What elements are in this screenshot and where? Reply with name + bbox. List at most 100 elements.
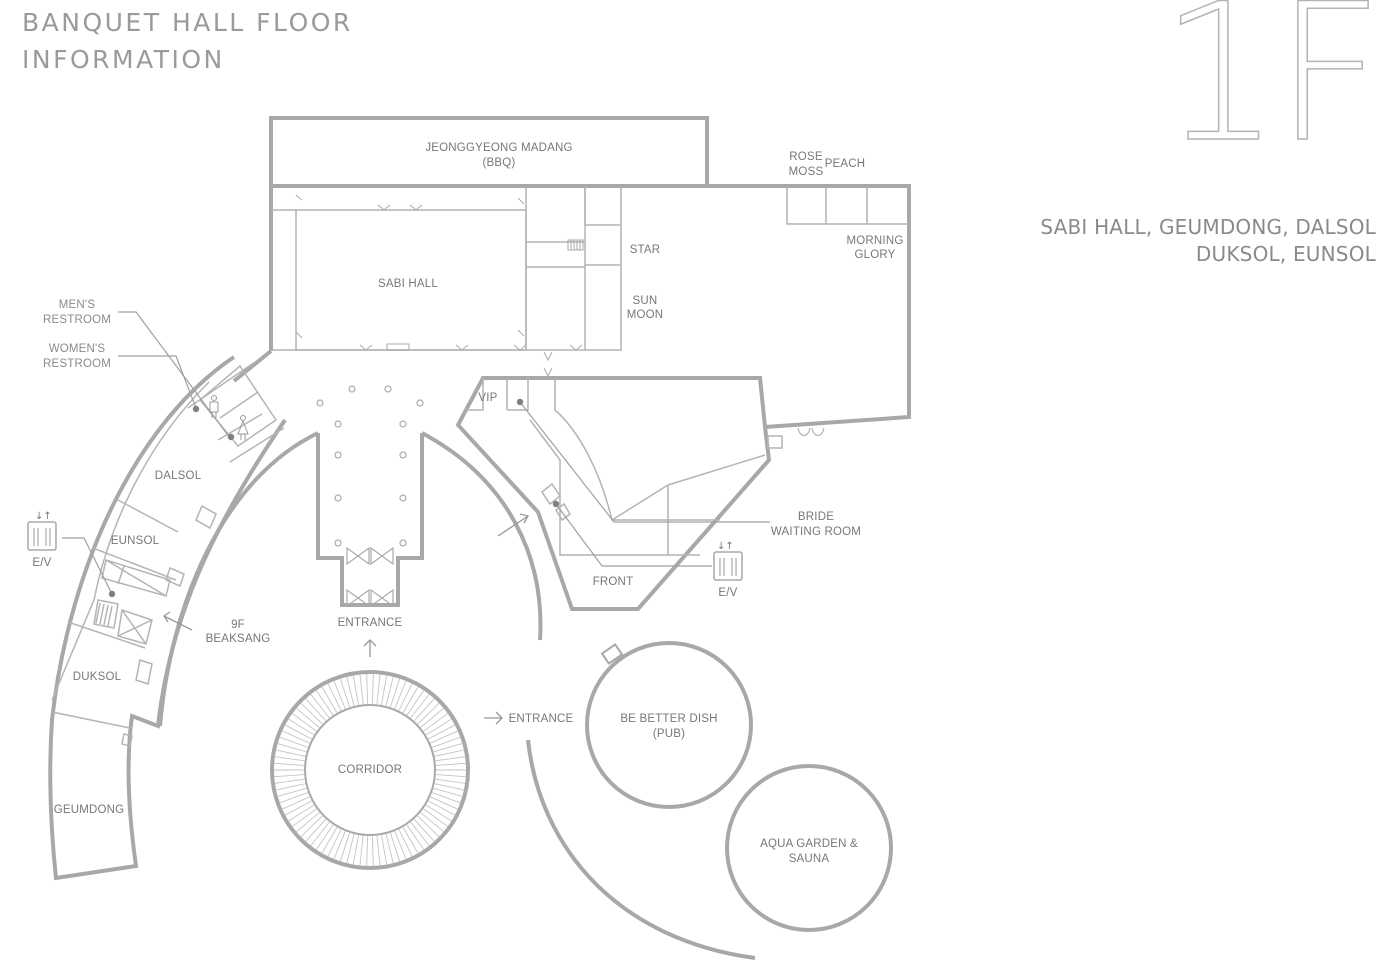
columns [316, 385, 424, 547]
label-star: STAR [630, 244, 661, 256]
rotunda-step [346, 833, 355, 864]
rotunda-step [423, 713, 448, 732]
label-rose: ROSE [789, 151, 823, 163]
rotunda-step [300, 702, 323, 725]
elevator-icon-left[interactable]: ↓↑ [27, 511, 57, 551]
rotunda-step [288, 718, 315, 736]
label-moss: MOSS [789, 166, 824, 178]
rotunda-step [406, 690, 425, 716]
room-be-better-dish[interactable] [585, 641, 753, 809]
rotunda-step [435, 778, 466, 784]
rotunda-step [352, 834, 359, 865]
rotunda-step [381, 834, 388, 865]
rotunda-step [366, 835, 369, 866]
label-9f: 9F [231, 619, 245, 631]
rotunda-step [431, 736, 461, 748]
rotunda-step [292, 808, 317, 827]
rotunda-step [352, 675, 359, 706]
label-geumdong: GEUMDONG [54, 804, 125, 816]
marker-vip [516, 398, 524, 406]
floor-number: 1F [1159, 0, 1385, 184]
wall-lobby-top [465, 378, 484, 411]
rotunda-step [274, 778, 305, 784]
rotunda-step [276, 783, 306, 791]
hall-list-line1: SABI HALL, GEUMDONG, DALSOL [1040, 215, 1376, 239]
room-jeonggyeong-madang[interactable] [269, 116, 709, 188]
bride-doors [540, 482, 571, 522]
rotunda-step [339, 832, 351, 862]
rotunda-step [402, 826, 419, 854]
rotunda-step [398, 829, 413, 857]
label-duksol: DUKSOL [73, 671, 122, 683]
rotunda-step [385, 676, 394, 707]
stairs-left [93, 559, 171, 645]
marker-ev-left [108, 590, 116, 598]
label-womens-l2: RESTROOM [43, 358, 111, 370]
label-womens-l1: WOMEN'S [49, 343, 106, 355]
label-beaksang: BEAKSANG [206, 633, 271, 645]
leader-lines [62, 311, 770, 595]
rotunda-step [305, 698, 327, 722]
wall-right-arc [421, 431, 543, 641]
label-dalsol: DALSOL [155, 470, 202, 482]
corridor-rotunda[interactable] [270, 670, 470, 870]
rotunda-step [359, 835, 364, 866]
rotunda-step [371, 835, 374, 866]
label-bride-l1: BRIDE [798, 511, 834, 523]
marker-womens [227, 433, 235, 441]
door-right-edge [767, 435, 783, 449]
label-jeonggyeong-l1: JEONGGYEONG MADANG [425, 142, 572, 154]
rotunda-step [430, 796, 458, 810]
rotunda-step [435, 756, 466, 762]
label-vip: VIP [478, 392, 497, 404]
rotunda-step [417, 702, 440, 725]
rotunda-step [389, 832, 401, 862]
svg-text:↓↑: ↓↑ [717, 541, 734, 552]
rotunda-step [333, 680, 346, 709]
marker-mens [192, 405, 200, 413]
rotunda-step [413, 698, 435, 722]
rotunda-step [371, 674, 374, 705]
rotunda-step [288, 804, 315, 822]
label-aqua-l1: AQUA GARDEN & [760, 838, 858, 850]
rotunda-step [425, 804, 452, 822]
label-pub-l1: BE BETTER DISH [620, 713, 717, 725]
label-mens-l1: MEN'S [59, 299, 96, 311]
labels: JEONGGYEONG MADANG (BBQ) SABI HALL STAR … [32, 142, 903, 865]
rotunda-step [321, 826, 338, 854]
rotunda-step [321, 686, 338, 714]
rotunda-step [420, 707, 444, 728]
page-title: BANQUET HALL FLOOR INFORMATION [22, 4, 353, 78]
label-pub-l2: (PUB) [653, 728, 685, 740]
label-jeonggyeong-l2: (BBQ) [483, 157, 516, 169]
label-moon: MOON [627, 309, 664, 321]
arrow-icons [163, 513, 529, 725]
page-title-line2: INFORMATION [22, 45, 225, 74]
page-title-line1: BANQUET HALL FLOOR [22, 8, 353, 37]
rotunda-step [339, 678, 351, 708]
rotunda-step [333, 831, 346, 860]
rotunda-step [315, 824, 334, 850]
rotunda-step [282, 796, 310, 810]
wall-entrance-hall [232, 349, 424, 607]
rotunda-step [406, 824, 425, 850]
rotunda-step [310, 694, 330, 719]
elevator-icon-right[interactable]: ↓↑ [713, 541, 743, 581]
label-entrance-right: ENTRANCE [509, 713, 574, 725]
room-restrooms[interactable] [198, 364, 278, 448]
label-aqua-l2: SAUNA [789, 853, 830, 865]
rotunda-step [413, 818, 435, 842]
rotunda-step [385, 833, 394, 864]
rotunda-step [274, 756, 305, 762]
rotunda-step [277, 787, 307, 797]
rotunda-step [430, 730, 458, 744]
room-aqua-garden[interactable] [725, 764, 893, 932]
label-entrance-top: ENTRANCE [338, 617, 403, 629]
entrance-doors[interactable] [346, 546, 394, 608]
rotunda-step [381, 675, 388, 706]
rotunda-step [282, 730, 310, 744]
rotunda-step [389, 678, 401, 708]
rotunda-step [359, 674, 364, 705]
rotunda-step [431, 792, 461, 804]
rotunda-step [310, 821, 330, 846]
